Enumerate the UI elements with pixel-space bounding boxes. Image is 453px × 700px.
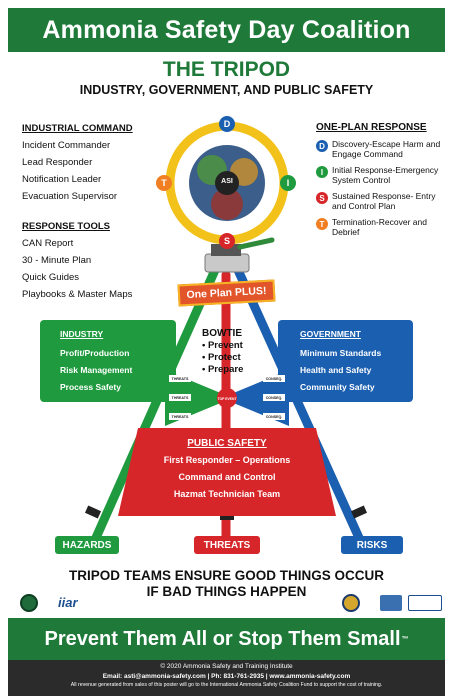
list-item-text: Termination-Recover and Debrief bbox=[332, 217, 427, 237]
public-safety-box: PUBLIC SAFETY First Responder – Operatio… bbox=[118, 436, 336, 503]
list-item-text: Discovery-Escape Harm and Engage Command bbox=[332, 139, 441, 159]
list-item: • Prevent bbox=[202, 340, 243, 351]
list-item: CAN Report bbox=[22, 238, 74, 249]
industrial-command-heading: INDUSTRIAL COMMAND bbox=[22, 123, 133, 134]
footer-contact: Email: asti@ammonia-safety.com | Ph: 831… bbox=[102, 672, 351, 680]
threat-label: THREATS bbox=[172, 415, 189, 419]
public-safety-heading: PUBLIC SAFETY bbox=[187, 438, 267, 449]
list-item: Lead Responder bbox=[22, 157, 93, 168]
hazards-label: HAZARDS bbox=[55, 536, 119, 554]
header-banner: Ammonia Safety Day Coalition bbox=[8, 8, 445, 52]
header-title: Ammonia Safety Day Coalition bbox=[42, 15, 411, 44]
list-item: Profit/Production bbox=[60, 348, 130, 358]
iiar-logo: iiar bbox=[58, 595, 78, 610]
alliance-logo bbox=[408, 595, 442, 611]
list-item: Evacuation Supervisor bbox=[22, 191, 118, 202]
list-item: S Sustained Response- Entry and Control … bbox=[316, 191, 446, 211]
list-item: T Termination-Recover and Debrief bbox=[316, 217, 446, 237]
threat-label: THREATS bbox=[172, 377, 189, 381]
list-item: • Prepare bbox=[202, 364, 244, 375]
industry-heading: INDUSTRY bbox=[60, 329, 104, 339]
footer-banner-text: Prevent Them All or Stop Them Small bbox=[44, 627, 401, 650]
list-item: • Protect bbox=[202, 352, 241, 363]
government-box: GOVERNMENT Minimum Standards Health and … bbox=[278, 320, 413, 402]
list-item: First Responder – Operations bbox=[163, 455, 291, 465]
threat-label: THREATS bbox=[172, 396, 189, 400]
page-subtitle: INDUSTRY, GOVERNMENT, AND PUBLIC SAFETY bbox=[79, 83, 374, 97]
industry-box: INDUSTRY Profit/Production Risk Manageme… bbox=[40, 320, 176, 402]
bowtie-heading: BOWTIE bbox=[202, 328, 242, 339]
consequence-label: CONSEQ. bbox=[266, 415, 283, 419]
list-item: Health and Safety bbox=[300, 365, 372, 375]
letter-badge-s: S bbox=[316, 192, 328, 204]
list-item: Hazmat Technician Team bbox=[173, 489, 281, 499]
letter-badge-d: D bbox=[316, 140, 328, 152]
list-item: Minimum Standards bbox=[300, 348, 382, 358]
list-item: D Discovery-Escape Harm and Engage Comma… bbox=[316, 139, 446, 159]
ring-badge-t: T bbox=[156, 175, 172, 191]
coalition-logo bbox=[20, 594, 38, 612]
list-item: Quick Guides bbox=[22, 272, 80, 283]
list-item: Process Safety bbox=[60, 382, 121, 392]
footer-note: All revenue generated from sales of this… bbox=[70, 682, 383, 688]
tripod-leg-left bbox=[90, 265, 220, 545]
list-item-text: Initial Response-Emergency System Contro… bbox=[332, 165, 439, 185]
list-item: Incident Commander bbox=[22, 140, 111, 151]
list-item-text: Sustained Response- Entry and Control Pl… bbox=[332, 191, 436, 211]
one-plan-heading: ONE-PLAN RESPONSE bbox=[316, 122, 427, 133]
tripod-head bbox=[204, 253, 250, 273]
closing-line-1: TRIPOD TEAMS ENSURE GOOD THINGS OCCUR bbox=[68, 568, 384, 583]
list-item: I Initial Response-Emergency System Cont… bbox=[316, 165, 446, 185]
bowtie-diagram: THREATS THREATS THREATS CONSEQ. CONSEQ. … bbox=[165, 370, 289, 426]
list-item: Playbooks & Master Maps bbox=[22, 289, 133, 300]
one-plan-response-section: ONE-PLAN RESPONSE D Discovery-Escape Har… bbox=[316, 122, 446, 243]
trademark-symbol: ™ bbox=[401, 635, 409, 643]
threats-label: THREATS bbox=[194, 536, 260, 554]
page-title: THE TRIPOD bbox=[162, 58, 291, 81]
footer: © 2020 Ammonia Safety and Training Insti… bbox=[8, 660, 445, 696]
list-item: Notification Leader bbox=[22, 174, 102, 185]
tripod-leg-right bbox=[233, 265, 365, 545]
partner-logo bbox=[380, 595, 402, 611]
risks-label: RISKS bbox=[341, 536, 403, 554]
response-tools-section: RESPONSE TOOLS CAN Report 30 - Minute Pl… bbox=[22, 220, 162, 303]
ring-badge-i: I bbox=[280, 175, 296, 191]
ring-badge-s: S bbox=[219, 233, 235, 249]
consequence-label: CONSEQ. bbox=[266, 377, 283, 381]
letter-badge-t: T bbox=[316, 218, 328, 230]
government-heading: GOVERNMENT bbox=[300, 329, 361, 339]
list-item: 30 - Minute Plan bbox=[22, 255, 92, 266]
footer-copyright: © 2020 Ammonia Safety and Training Insti… bbox=[160, 663, 293, 670]
list-item: Risk Management bbox=[60, 365, 133, 375]
bowtie-section: BOWTIE • Prevent • Protect • Prepare bbox=[202, 328, 262, 376]
public-safety-shape bbox=[118, 428, 336, 516]
partner-seal-logo bbox=[342, 594, 360, 612]
ring-badge-d: D bbox=[219, 116, 235, 132]
consequence-label: CONSEQ. bbox=[266, 396, 283, 400]
letter-badge-i: I bbox=[316, 166, 328, 178]
top-event-label: TOP EVENT bbox=[217, 397, 237, 401]
closing-line-2: IF BAD THINGS HAPPEN bbox=[146, 584, 307, 599]
list-item: Command and Control bbox=[178, 472, 276, 482]
industrial-command-section: INDUSTRIAL COMMAND Incident Commander Le… bbox=[22, 122, 162, 205]
list-item: Community Safety bbox=[300, 382, 375, 392]
response-tools-heading: RESPONSE TOOLS bbox=[22, 221, 110, 232]
center-logo-text: ASI bbox=[221, 178, 233, 185]
